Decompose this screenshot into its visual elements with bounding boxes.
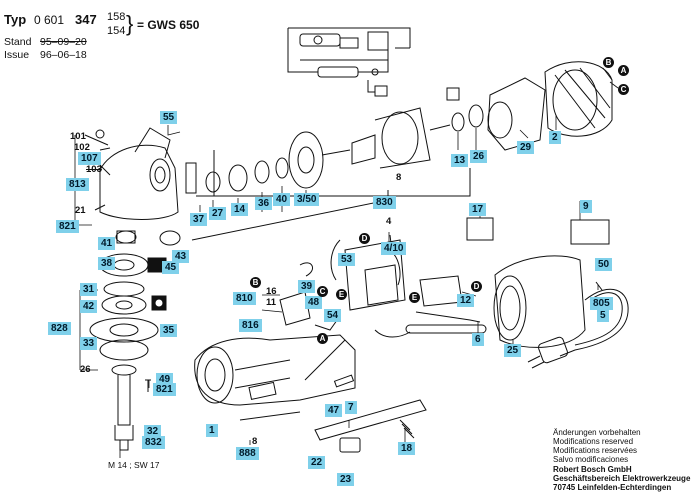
variant-154: 154 [107, 25, 126, 37]
part-tag[interactable]: 54 [324, 309, 342, 322]
footer-note: Modifications reservées [553, 446, 638, 455]
connector-marker: E [409, 292, 420, 303]
model-name: = GWS 650 [137, 18, 200, 32]
part-tag[interactable]: 55 [160, 111, 178, 124]
connector-marker: C [317, 286, 328, 297]
stand-value: 95–09–20 [40, 36, 87, 48]
part-tag[interactable]: 3/50 [294, 193, 320, 206]
part-tag[interactable]: 5 [597, 309, 609, 322]
stand-label: Stand [4, 36, 32, 48]
connector-marker: B [603, 57, 614, 68]
part-label[interactable]: 16 [266, 286, 277, 297]
connector-marker: A [317, 333, 328, 344]
typ-label: Typ [4, 12, 27, 27]
part-tag[interactable]: 53 [338, 253, 356, 266]
part-tag[interactable]: 41 [98, 237, 116, 250]
part-tag[interactable]: 9 [580, 200, 592, 213]
part-tag[interactable]: 12 [457, 294, 475, 307]
part-tag[interactable]: 35 [160, 324, 178, 337]
typ-prefix: 0 601 [34, 13, 65, 27]
slide-switch [314, 399, 427, 453]
part-tag[interactable]: 48 [305, 296, 323, 309]
field-assembly [487, 61, 613, 151]
part-tag[interactable]: 23 [337, 473, 355, 486]
motor-housing [194, 334, 356, 421]
part-tag[interactable]: 7 [345, 401, 357, 414]
typ-number: 347 [75, 12, 97, 27]
issue-label: Issue [4, 49, 30, 61]
part-label[interactable]: 8 [252, 436, 258, 447]
part-tag[interactable]: 47 [325, 404, 343, 417]
part-tag[interactable]: 32 [144, 425, 162, 438]
nameplate-9 [570, 219, 610, 245]
part-tag[interactable]: 1 [206, 424, 218, 437]
part-tag[interactable]: 38 [98, 257, 116, 270]
part-tag[interactable]: 45 [162, 261, 180, 274]
part-label[interactable]: 4 [386, 216, 392, 227]
part-label[interactable]: 8 [396, 172, 402, 183]
part-tag[interactable]: 31 [80, 283, 98, 296]
part-tag[interactable]: 2 [549, 131, 561, 144]
connector-marker: D [359, 233, 370, 244]
gear-head-housing [84, 127, 179, 220]
part-label[interactable]: 21 [75, 205, 86, 216]
connector-marker: A [618, 65, 629, 76]
part-tag[interactable]: 17 [469, 203, 487, 216]
variant-brace: } [126, 11, 134, 36]
part-tag[interactable]: 107 [78, 152, 101, 165]
issue-value: 96–06–18 [40, 49, 87, 61]
part-tag[interactable]: 27 [209, 207, 227, 220]
variant-158: 158 [107, 11, 126, 23]
part-label[interactable]: 101 [70, 131, 86, 142]
thread-spec: M 14 ; SW 17 [108, 460, 160, 470]
company-address: 70745 Leinfelden-Echterdingen [553, 483, 672, 492]
part-tag[interactable]: 6 [472, 333, 484, 346]
part-label[interactable]: 11 [266, 297, 277, 308]
part-tag[interactable]: 832 [142, 436, 165, 449]
part-tag[interactable]: 26 [470, 150, 488, 163]
part-label[interactable]: 103 [86, 164, 102, 175]
part-tag[interactable]: 43 [172, 250, 190, 263]
part-tag[interactable]: 42 [80, 300, 98, 313]
connector-marker: E [336, 289, 347, 300]
part-tag[interactable]: 50 [595, 258, 613, 271]
armature-row [185, 87, 484, 241]
part-tag[interactable]: 816 [239, 319, 262, 332]
footer-note: Änderungen vorbehalten [553, 428, 641, 437]
part-tag[interactable]: 25 [504, 344, 522, 357]
part-tag[interactable]: 49 [156, 373, 174, 386]
part-tag[interactable]: 821 [153, 383, 176, 396]
part-tag[interactable]: 37 [190, 213, 208, 226]
part-tag[interactable]: 36 [255, 197, 273, 210]
connector-marker: D [471, 281, 482, 292]
part-tag[interactable]: 830 [373, 196, 396, 209]
connector-marker: C [618, 84, 629, 95]
footer-note: Salvo modificaciones [553, 455, 629, 464]
company-name: Robert Bosch GmbH [553, 465, 632, 474]
part-tag[interactable]: 14 [231, 203, 249, 216]
part-label[interactable]: 26 [80, 364, 91, 375]
part-tag[interactable]: 18 [398, 442, 416, 455]
part-tag[interactable]: 810 [233, 292, 256, 305]
part-tag[interactable]: 40 [273, 193, 291, 206]
part-tag[interactable]: 33 [80, 337, 98, 350]
part-tag[interactable]: 22 [308, 456, 326, 469]
part-tag[interactable]: 813 [66, 178, 89, 191]
part-tag[interactable]: 13 [451, 154, 469, 167]
part-label[interactable]: 102 [74, 142, 90, 153]
footer-note: Modifications reserved [553, 437, 634, 446]
switch-assembly [279, 234, 487, 338]
part-tag[interactable]: 821 [56, 220, 79, 233]
part-tag[interactable]: 39 [298, 280, 316, 293]
connector-marker: B [250, 277, 261, 288]
part-tag[interactable]: 4/10 [381, 242, 407, 255]
part-tag[interactable]: 29 [517, 141, 535, 154]
part-tag[interactable]: 888 [236, 447, 259, 460]
company-division: Geschäftsbereich Elektrowerkzeuge [553, 474, 691, 483]
part-tag[interactable]: 828 [48, 322, 71, 335]
nameplate-17 [466, 217, 494, 241]
wiring-schematic [287, 27, 411, 97]
part-tag[interactable]: 805 [590, 297, 613, 310]
